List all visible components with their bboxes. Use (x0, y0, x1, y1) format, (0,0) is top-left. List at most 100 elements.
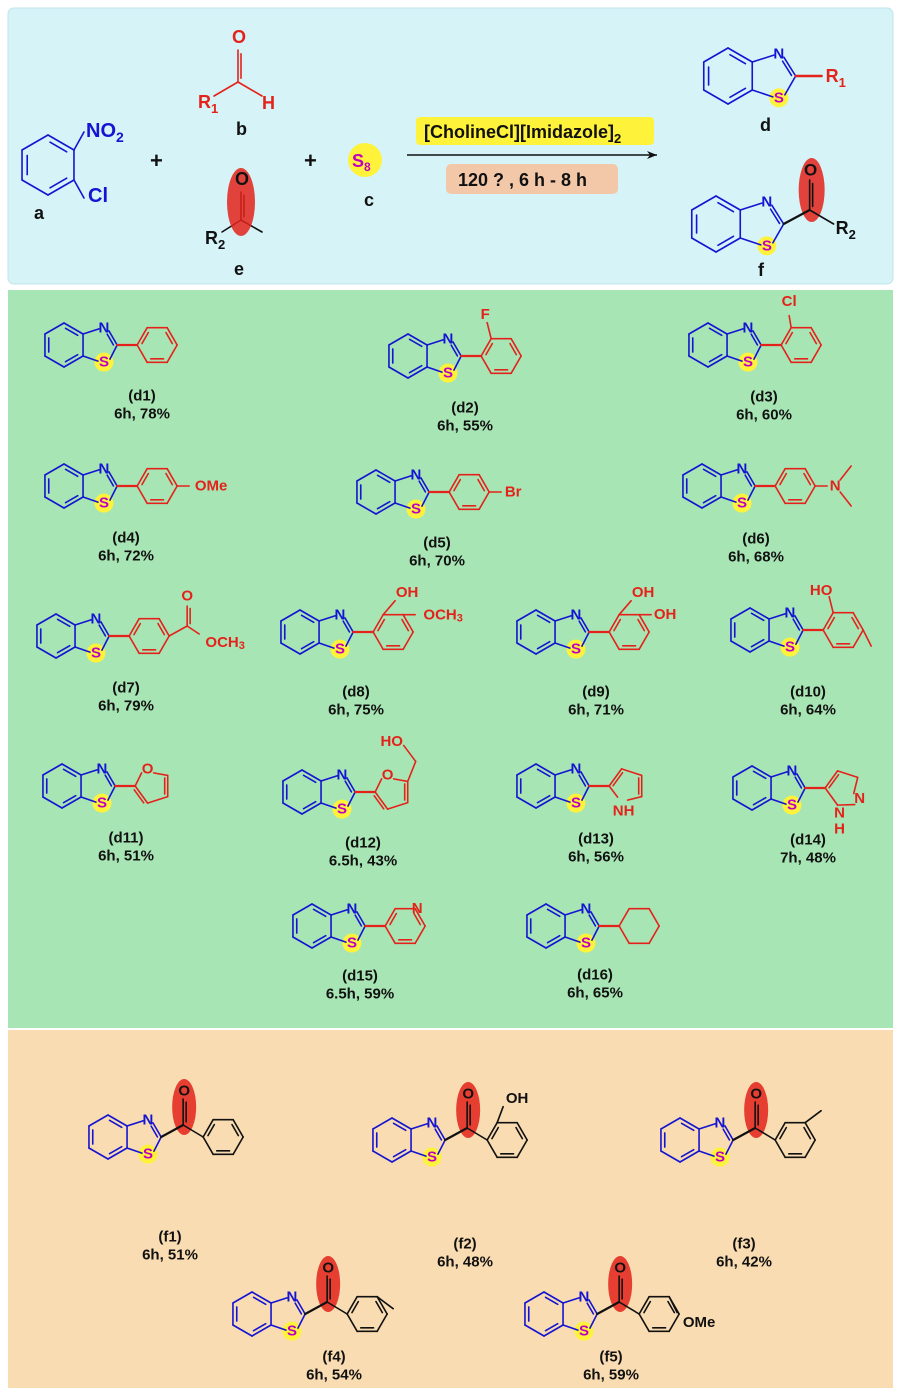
pyrrole-ring: NH (608, 768, 643, 820)
bond (618, 907, 630, 927)
bond (312, 908, 327, 918)
bond (680, 1148, 695, 1158)
bond (730, 607, 751, 620)
bond (824, 787, 839, 806)
bond (388, 366, 409, 379)
bond (414, 925, 426, 945)
bond (638, 1295, 650, 1315)
bond (107, 1114, 128, 1127)
product-d-caption: (d15)6.5h, 59% (326, 968, 394, 1003)
bond (578, 620, 587, 633)
bond (702, 47, 729, 63)
product-d-caption: (d10)6h, 64% (780, 684, 836, 719)
bond (382, 599, 396, 616)
bond (388, 333, 409, 346)
bond (536, 614, 551, 624)
bond (49, 141, 68, 153)
bond (581, 785, 590, 801)
fluorine-substituent: F (481, 306, 490, 323)
imidazole-ring: NNH (824, 770, 865, 838)
benzothiazole: NSO (42, 760, 169, 813)
bond (376, 1295, 388, 1315)
bond (450, 344, 459, 357)
bond (373, 795, 385, 810)
aromatic-ring (774, 467, 816, 505)
bond (55, 646, 76, 659)
bond (509, 342, 518, 356)
bond (401, 618, 410, 632)
benzothiazole: NS (526, 900, 660, 953)
bond (720, 469, 738, 476)
bond (56, 644, 71, 654)
sulfur-atom: S (335, 641, 345, 658)
bond (330, 909, 348, 916)
oxygen-atom: O (804, 161, 817, 180)
bond (150, 1125, 159, 1138)
nitrogen-atom: N (773, 46, 784, 63)
bond (516, 609, 537, 622)
bond (109, 344, 118, 360)
nitrogen-atom: N (287, 1288, 298, 1305)
bond (386, 801, 409, 810)
bond (452, 341, 462, 357)
bond (824, 770, 839, 789)
sulfur-highlight (332, 799, 352, 819)
product-d-caption: (d14)7h, 48% (780, 832, 836, 867)
sulfur-highlight (330, 639, 350, 659)
sulfur-highlight (438, 363, 458, 383)
nitrogen-atom: N (579, 1288, 590, 1305)
bond (64, 353, 79, 363)
product-conditions: 6h, 68% (728, 549, 784, 566)
bond (392, 1148, 407, 1158)
sulfur-highlight (282, 1321, 302, 1341)
bond (407, 366, 428, 379)
product-id: (f2) (453, 1236, 476, 1253)
bond (157, 622, 166, 636)
bond (74, 619, 92, 626)
aromatic-ring (822, 611, 864, 649)
bond (347, 791, 356, 807)
bond (562, 1324, 579, 1331)
bond (375, 1300, 384, 1314)
bond (618, 925, 630, 945)
aromatic-ring (780, 326, 822, 364)
product-id: (d7) (112, 680, 140, 697)
bond (186, 625, 200, 635)
aromatic-ring (702, 47, 754, 105)
bond (106, 771, 116, 787)
bond (804, 485, 816, 505)
hydroxyl-substituent: OH (506, 1090, 529, 1107)
bond (589, 1313, 598, 1329)
product-id: (f5) (599, 1349, 622, 1366)
bond (750, 638, 765, 648)
bond (804, 1109, 822, 1124)
bond (852, 611, 864, 631)
carbonyl-highlight (172, 1079, 197, 1135)
bond (781, 60, 793, 77)
bond (751, 765, 772, 778)
bond (49, 177, 68, 189)
sulfur-highlight (566, 793, 586, 813)
nitrogen-atom: N (143, 1111, 154, 1128)
bond (698, 1123, 716, 1130)
bond (620, 768, 643, 777)
bond (136, 326, 148, 346)
aromatic-ring (282, 769, 322, 815)
aromatic-ring (688, 322, 728, 368)
bond (126, 1120, 144, 1127)
bond (725, 1139, 734, 1155)
nitrogen-atom: N (97, 760, 108, 777)
imidazole-n: N (854, 790, 865, 807)
product-conditions: 6h, 72% (98, 548, 154, 565)
sulfur-atom: S (411, 501, 421, 518)
bond (729, 87, 747, 99)
carbonyl-highlight (608, 1256, 633, 1312)
bond (375, 502, 396, 515)
bond (318, 615, 336, 622)
nitrogen-atom: N (785, 604, 796, 621)
bond (788, 314, 792, 329)
